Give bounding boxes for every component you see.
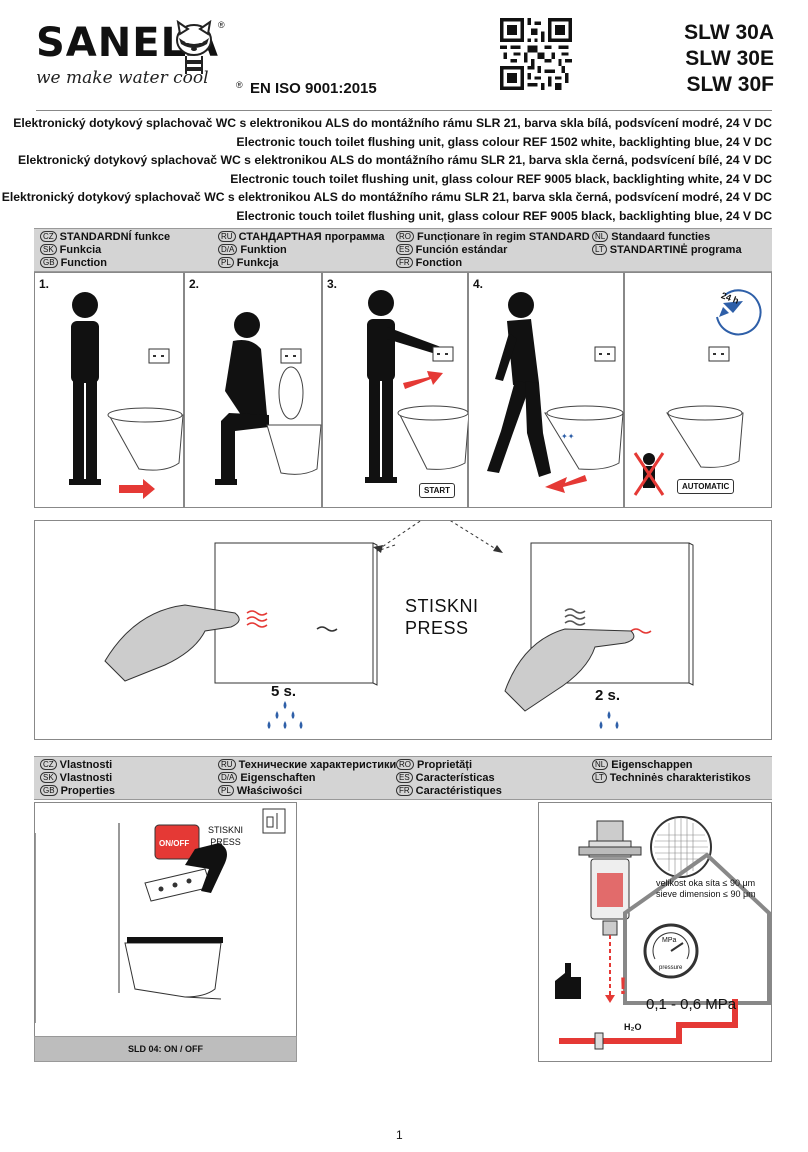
press-illustration: [104, 521, 694, 729]
sld-press-en: PRESS: [210, 837, 241, 847]
sieve-spec-cz: velikost oka síta ≤ 90 μm: [656, 878, 756, 888]
description-line: Elektronický dotykový splachovač WC s el…: [1, 190, 772, 205]
gauge-label: pressure: [659, 965, 683, 971]
walking-person-illustration: ✦✦: [487, 292, 624, 493]
standing-person-illustration: [69, 292, 184, 499]
sieve-spec: velikost oka síta ≤ 90 μm sieve dimensio…: [656, 878, 756, 900]
press-instruction: STISKNI PRESS: [405, 595, 479, 639]
step-panel-4: 4. ✦✦: [468, 272, 624, 508]
sld-press-label: STISKNI PRESS: [208, 824, 243, 848]
step-panel-1: 1.: [34, 272, 184, 508]
automatic-button[interactable]: AUTOMATIC: [677, 479, 735, 494]
water-label: H₂O: [624, 1022, 642, 1032]
sld-caption: SLD 04: ON / OFF: [34, 1036, 297, 1062]
filter-panel: ! MPa pressure: [538, 802, 772, 1062]
onoff-button[interactable]: ON/OFF: [159, 839, 190, 848]
sld-press-cz: STISKNI: [208, 825, 244, 835]
product-descriptions: Elektronický dotykový splachovač WC s el…: [2, 114, 772, 226]
start-button[interactable]: START: [419, 483, 456, 498]
header-divider: [36, 110, 772, 111]
svg-text:✦✦: ✦✦: [561, 432, 575, 441]
step-number: 2.: [189, 277, 200, 291]
warning-icon: !: [619, 973, 627, 1000]
description-line: Elektronický dotykový splachovač WC s el…: [13, 116, 772, 130]
step-panel-2: 2.: [184, 272, 322, 508]
registered-mark-2: ®: [236, 80, 243, 90]
sld-panel: ON/OFF: [34, 802, 297, 1062]
long-press-duration: 5 s.: [271, 683, 297, 700]
press-duration-panel: 5 s. 2 s.: [34, 520, 772, 740]
press-label-cz: STISKNI: [405, 596, 479, 616]
model-name: SLW 30A: [684, 21, 774, 44]
model-name: SLW 30E: [685, 47, 774, 70]
qr-code-icon[interactable]: [500, 18, 572, 90]
step-number: 1.: [39, 277, 50, 291]
model-name: SLW 30F: [686, 73, 774, 96]
raccoon-mascot-icon: [176, 20, 212, 74]
sieve-spec-en: sieve dimension ≤ 90 μm: [656, 889, 756, 899]
description-line: Elektronický dotykový splachovač WC s el…: [17, 153, 772, 168]
sitting-person-illustration: [215, 312, 322, 485]
gauge-unit: MPa: [662, 937, 677, 944]
iso-certification: EN ISO 9001:2015: [250, 80, 377, 97]
brand-slogan: we make water cool: [36, 68, 209, 88]
step-number: 3.: [327, 277, 338, 291]
press-label-en: PRESS: [405, 618, 469, 638]
automatic-flush-illustration: [633, 289, 762, 496]
description-line: Electronic touch toilet flushing unit, g…: [236, 134, 772, 149]
sld-illustration: [35, 808, 286, 1023]
model-list: SLW 30A SLW 30E SLW 30F: [684, 20, 774, 98]
short-press-duration: 2 s.: [595, 687, 621, 704]
filter-pressure-illustration: [555, 816, 771, 1050]
press-button-illustration: [365, 290, 469, 483]
description-line: Electronic touch toilet flushing unit, g…: [230, 171, 772, 186]
step-panel-3: 3. START: [322, 272, 469, 508]
description-line: Electronic touch toilet flushing unit, g…: [236, 208, 772, 223]
step-panel-5: 24 h AUTOMATIC: [624, 272, 772, 508]
pressure-range: 0,1 - 0,6 MPa: [646, 996, 737, 1013]
page-number: 1: [396, 1128, 403, 1142]
step-number: 4.: [473, 277, 484, 291]
registered-mark: ®: [218, 20, 225, 30]
